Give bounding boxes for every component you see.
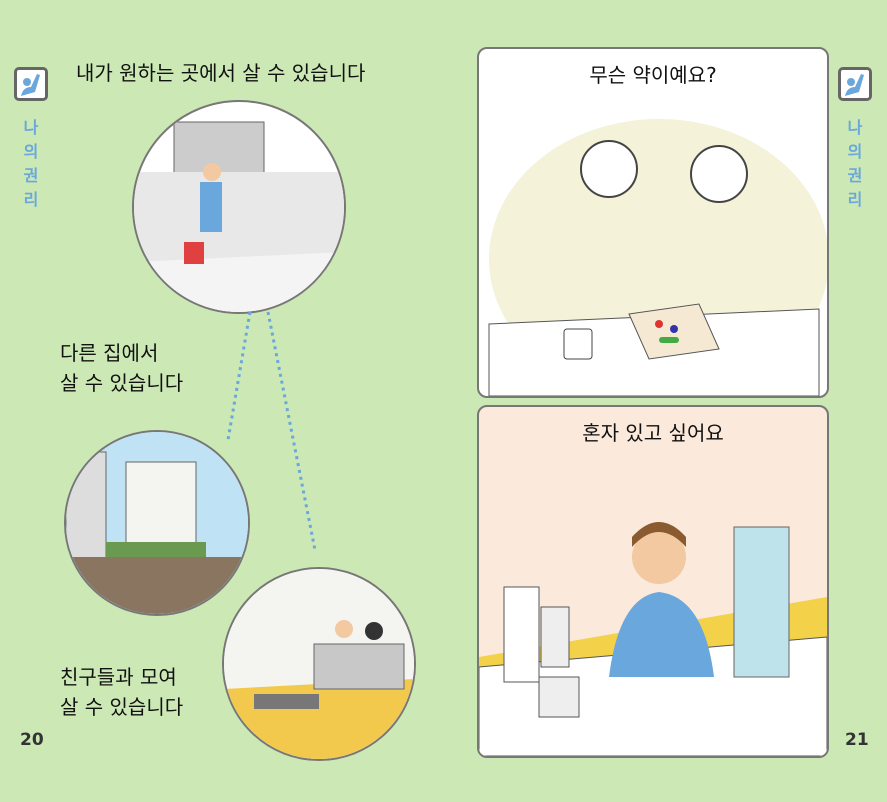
rights-icon <box>14 67 48 101</box>
rights-icon <box>838 67 872 101</box>
caption-line: 살 수 있습니다 <box>60 371 184 395</box>
side-char: 나 <box>23 118 39 137</box>
caption-other-house: 다른 집에서 살 수 있습니다 <box>60 338 183 398</box>
caption-line: 살 수 있습니다 <box>60 695 184 719</box>
side-char: 권 <box>23 166 39 185</box>
side-char: 리 <box>847 190 863 209</box>
illustration-friends <box>222 567 416 761</box>
side-char: 나 <box>847 118 863 137</box>
side-label: 나 의 권 리 <box>845 116 865 212</box>
panel-title: 무슨 약이예요? <box>589 63 717 87</box>
panel-medicine: 무슨 약이예요? <box>477 47 829 398</box>
illustration-street <box>132 100 346 314</box>
side-char: 의 <box>23 142 39 161</box>
side-char: 의 <box>847 142 863 161</box>
panel-alone: 혼자 있고 싶어요 <box>477 405 829 758</box>
dotted-arrows <box>226 311 317 551</box>
side-char: 리 <box>23 190 39 209</box>
caption-line: 다른 집에서 <box>60 341 159 365</box>
page-number: 21 <box>845 730 869 750</box>
panel-title: 혼자 있고 싶어요 <box>582 421 724 445</box>
page-title: 내가 원하는 곳에서 살 수 있습니다 <box>76 61 366 85</box>
illustration-apartment <box>64 430 250 616</box>
page-number: 20 <box>20 730 44 750</box>
side-label: 나 의 권 리 <box>21 116 41 212</box>
side-char: 권 <box>847 166 863 185</box>
caption-friends: 친구들과 모여 살 수 있습니다 <box>60 662 183 722</box>
caption-line: 친구들과 모여 <box>60 665 177 689</box>
